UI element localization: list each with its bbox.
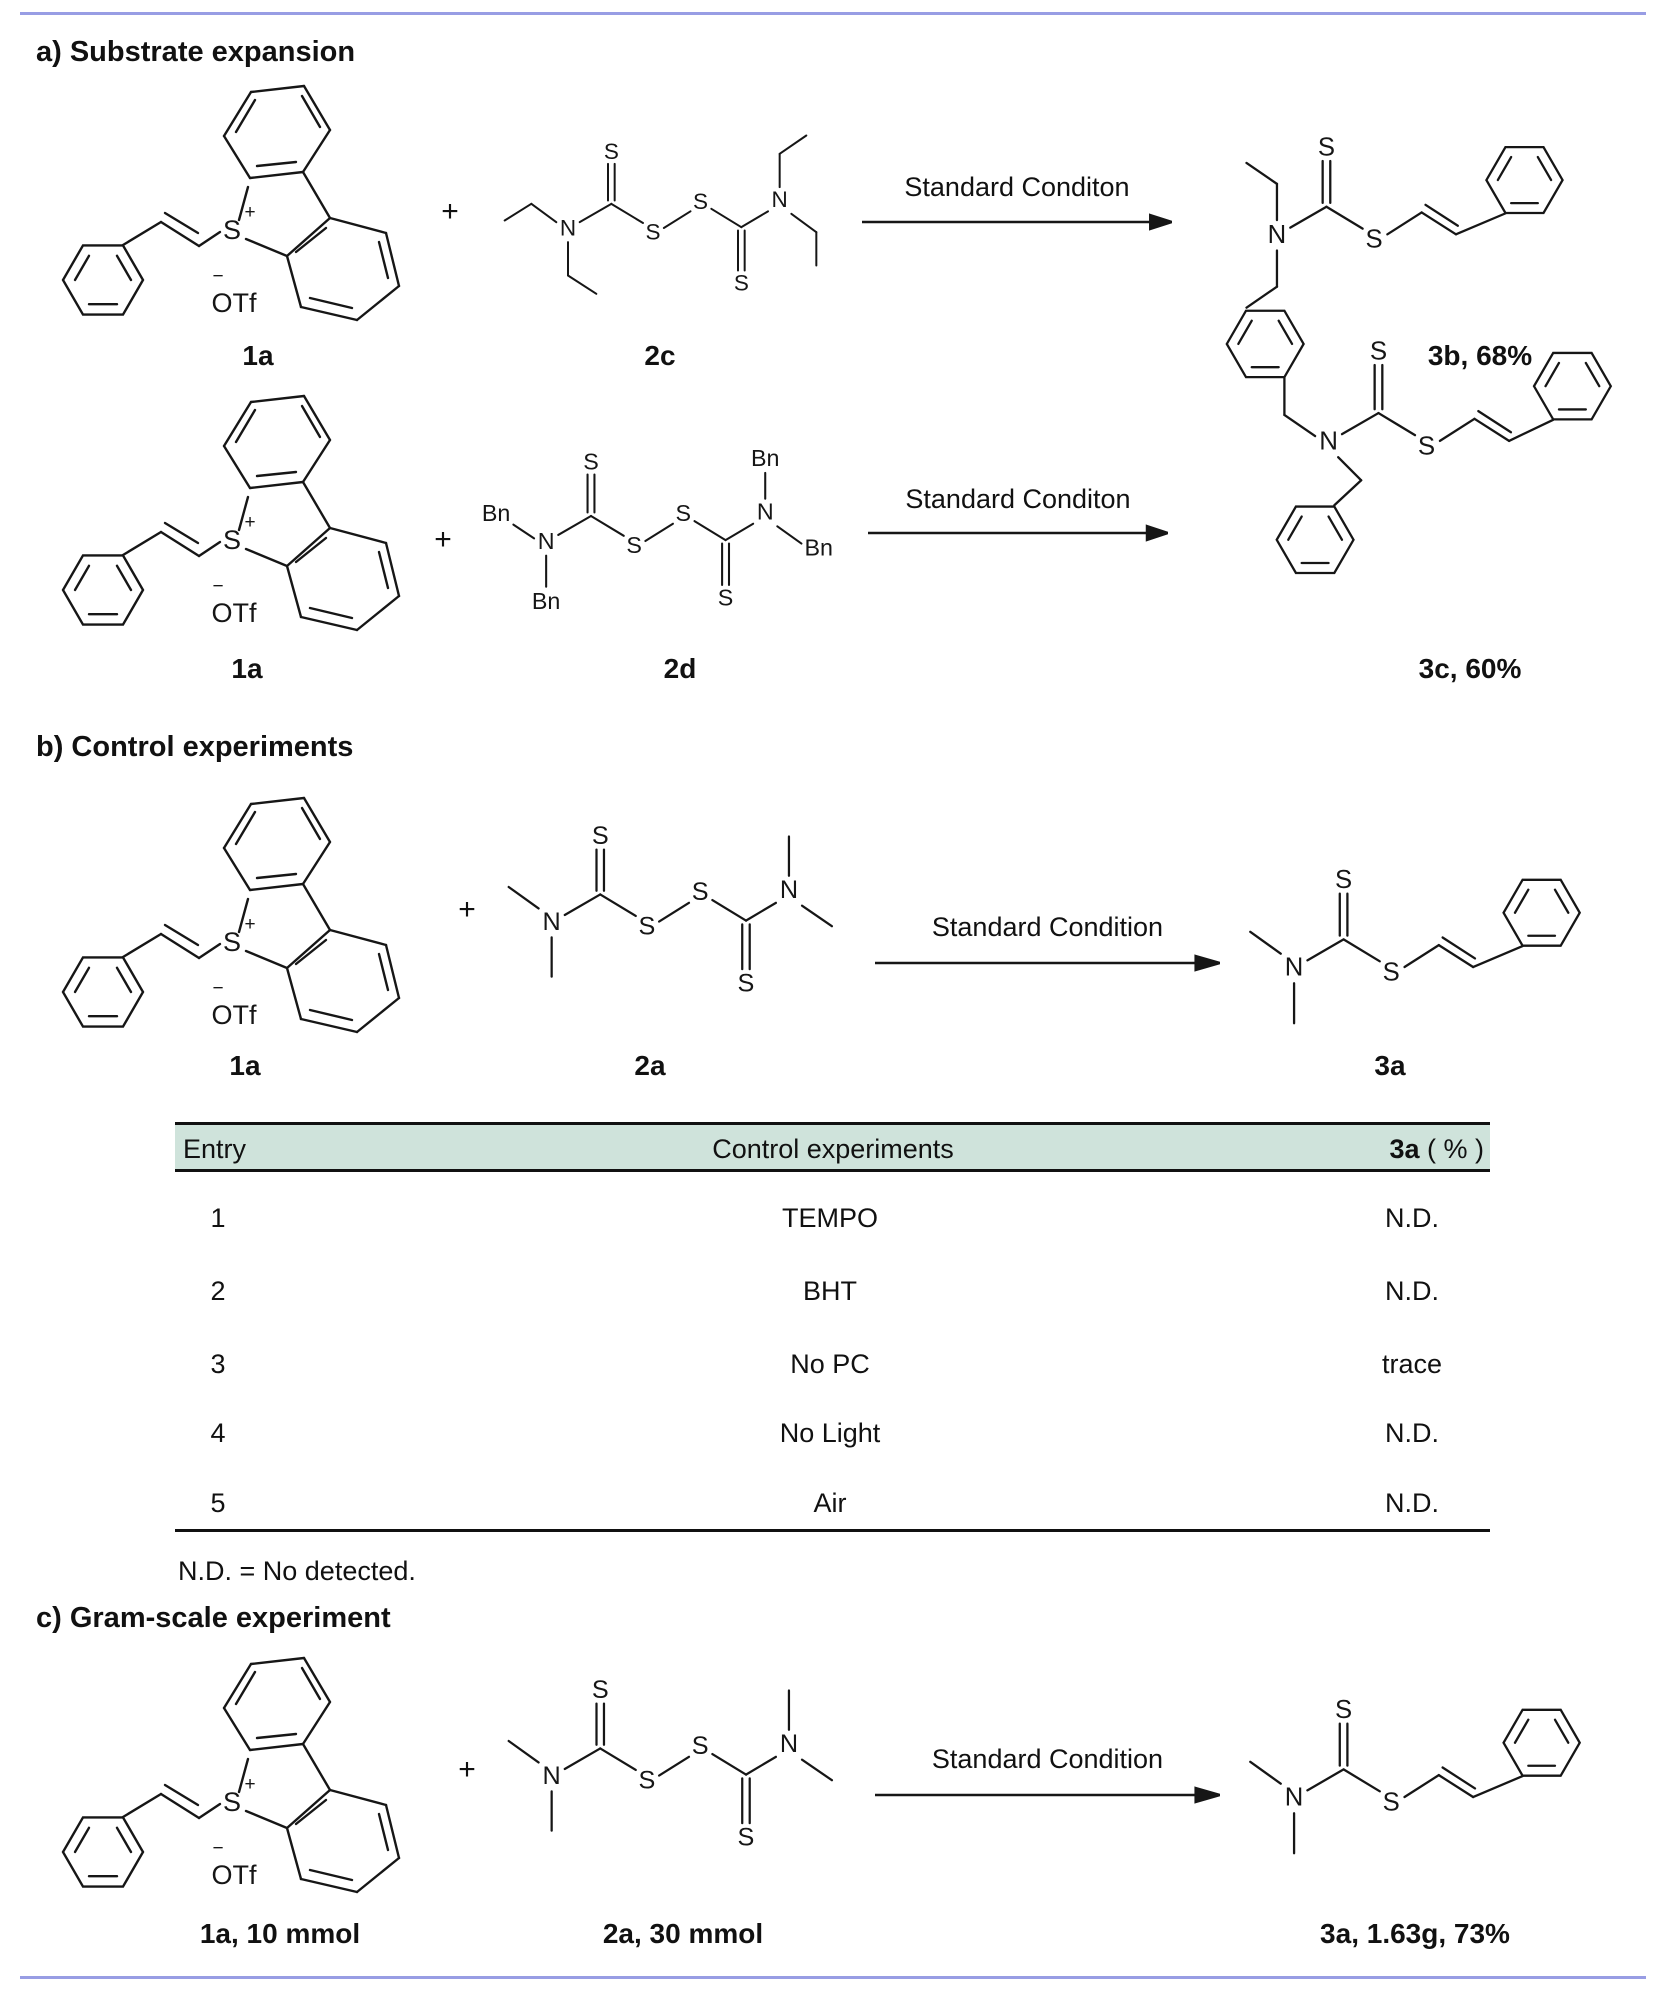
section-c-title: c) Gram-scale experiment bbox=[36, 1602, 391, 1634]
table-row-result: N.D. bbox=[1385, 1276, 1439, 1306]
label-2c: 2c bbox=[644, 340, 676, 371]
structure-1a bbox=[58, 792, 418, 1062]
structure-3a bbox=[1235, 848, 1635, 1067]
reaction-arrow bbox=[875, 1785, 1220, 1805]
structure-1a bbox=[58, 80, 418, 350]
table-row-entry: 2 bbox=[210, 1276, 226, 1306]
structure-2a bbox=[490, 1666, 845, 1872]
table-row-experiment: Air bbox=[813, 1488, 847, 1518]
structure-1a bbox=[58, 1652, 418, 1922]
label-2a: 2a bbox=[634, 1050, 666, 1081]
plus-sign: + bbox=[458, 1753, 476, 1786]
label-3a-yield: 3a, 1.63g, 73% bbox=[1320, 1918, 1510, 1949]
label-2a-amount: 2a, 30 mmol bbox=[602, 1918, 764, 1949]
table-row-experiment: TEMPO bbox=[781, 1203, 879, 1233]
table-footnote: N.D. = No detected. bbox=[178, 1556, 416, 1586]
section-a-title: a) Substrate expansion bbox=[36, 36, 356, 68]
bottom-divider bbox=[20, 1976, 1646, 1979]
structure-3c bbox=[1150, 292, 1630, 609]
reaction-arrow bbox=[862, 212, 1172, 232]
structure-1a bbox=[58, 390, 418, 660]
label-3a: 3a bbox=[1374, 1050, 1406, 1081]
table-bottom-rule bbox=[175, 1529, 1490, 1532]
label-3c-yield: 3c, 60% bbox=[1418, 653, 1522, 684]
table-row-experiment: No Light bbox=[779, 1418, 881, 1448]
top-divider bbox=[20, 12, 1646, 15]
table-header-yield: 3a ( % ) bbox=[1389, 1134, 1484, 1165]
table-header-entry: Entry bbox=[183, 1134, 247, 1164]
structure-2a bbox=[490, 812, 845, 1018]
structure-2d bbox=[470, 428, 850, 635]
table-row-entry: 5 bbox=[210, 1488, 226, 1518]
label-1a: 1a bbox=[242, 340, 274, 371]
structure-3a bbox=[1235, 1678, 1635, 1897]
label-1a: 1a bbox=[231, 653, 263, 684]
table-row-experiment: BHT bbox=[803, 1276, 857, 1306]
table-row-entry: 1 bbox=[210, 1203, 226, 1233]
table-header-yield-bold: 3a bbox=[1389, 1134, 1420, 1164]
plus-sign: + bbox=[458, 893, 476, 926]
reaction-arrow bbox=[868, 523, 1168, 543]
label-1a-amount: 1a, 10 mmol bbox=[199, 1918, 361, 1949]
reaction-conditions: Standard Conditon bbox=[904, 172, 1130, 202]
table-row-experiment: No PC bbox=[790, 1349, 870, 1379]
plus-sign: + bbox=[441, 195, 459, 228]
plus-sign: + bbox=[434, 523, 452, 556]
table-row-result: N.D. bbox=[1385, 1203, 1439, 1233]
table-row-result: trace bbox=[1381, 1349, 1443, 1379]
label-1a: 1a bbox=[229, 1050, 261, 1081]
table-header-row bbox=[175, 1122, 1490, 1172]
reaction-conditions: Standard Condition bbox=[931, 1744, 1164, 1774]
label-3b-yield: 3b, 68% bbox=[1427, 340, 1533, 371]
table-row-result: N.D. bbox=[1385, 1488, 1439, 1518]
table-row-result: N.D. bbox=[1385, 1418, 1439, 1448]
table-header-yield-rest: ( % ) bbox=[1419, 1134, 1484, 1164]
section-b-title: b) Control experiments bbox=[36, 731, 354, 763]
structure-2c bbox=[488, 122, 838, 314]
table-row-entry: 4 bbox=[210, 1418, 226, 1448]
label-2d: 2d bbox=[663, 653, 697, 684]
reaction-conditions: Standard Conditon bbox=[905, 484, 1131, 514]
reaction-conditions: Standard Condition bbox=[931, 912, 1164, 942]
reaction-arrow bbox=[875, 953, 1220, 973]
table-row-entry: 3 bbox=[210, 1349, 226, 1379]
table-header-experiment: Control experiments bbox=[712, 1134, 954, 1164]
